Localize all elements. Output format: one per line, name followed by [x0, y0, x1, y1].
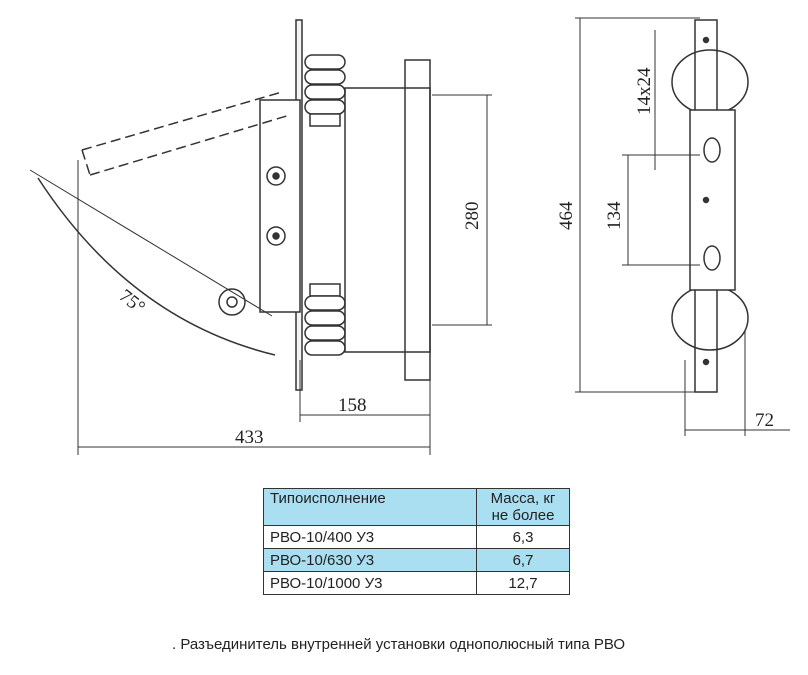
- side-view: 75° 280 158 433: [29, 19, 492, 455]
- technical-drawing: 75° 280 158 433 464 134 14x24 72: [29, 17, 790, 455]
- cell-type: РВО-10/1000 У3: [263, 571, 477, 595]
- mass-table: Типоисполнение Масса, кг не более РВО-10…: [263, 488, 570, 595]
- table-row: РВО-10/1000 У3 12,7: [263, 571, 570, 595]
- table-header-row: Типоисполнение Масса, кг не более: [263, 488, 570, 526]
- cell-mass: 6,7: [476, 548, 570, 572]
- bottom-insulator: [304, 283, 346, 356]
- svg-text:72: 72: [755, 410, 774, 431]
- front-view: 464 134 14x24 72: [556, 17, 790, 436]
- cell-type: РВО-10/400 У3: [263, 525, 477, 549]
- knife-blade: [259, 99, 301, 313]
- header-type: Типоисполнение: [263, 488, 477, 526]
- figure-caption: . Разъединитель внутренней установки одн…: [172, 636, 626, 653]
- svg-text:158: 158: [338, 395, 367, 416]
- cell-mass: 6,3: [476, 525, 570, 549]
- cell-mass: 12,7: [476, 571, 570, 595]
- open-blade-dashed: [81, 91, 291, 176]
- svg-text:280: 280: [462, 202, 483, 231]
- svg-text:433: 433: [235, 427, 264, 448]
- svg-text:464: 464: [556, 201, 577, 230]
- header-mass: Масса, кг не более: [476, 488, 570, 526]
- top-insulator: [304, 54, 346, 127]
- cell-type: РВО-10/630 У3: [263, 548, 477, 572]
- table-row: РВО-10/400 У3 6,3: [263, 525, 570, 549]
- svg-text:14x24: 14x24: [634, 67, 655, 115]
- table-row: РВО-10/630 У3 6,7: [263, 548, 570, 572]
- svg-text:134: 134: [604, 201, 625, 230]
- svg-text:75°: 75°: [115, 285, 149, 318]
